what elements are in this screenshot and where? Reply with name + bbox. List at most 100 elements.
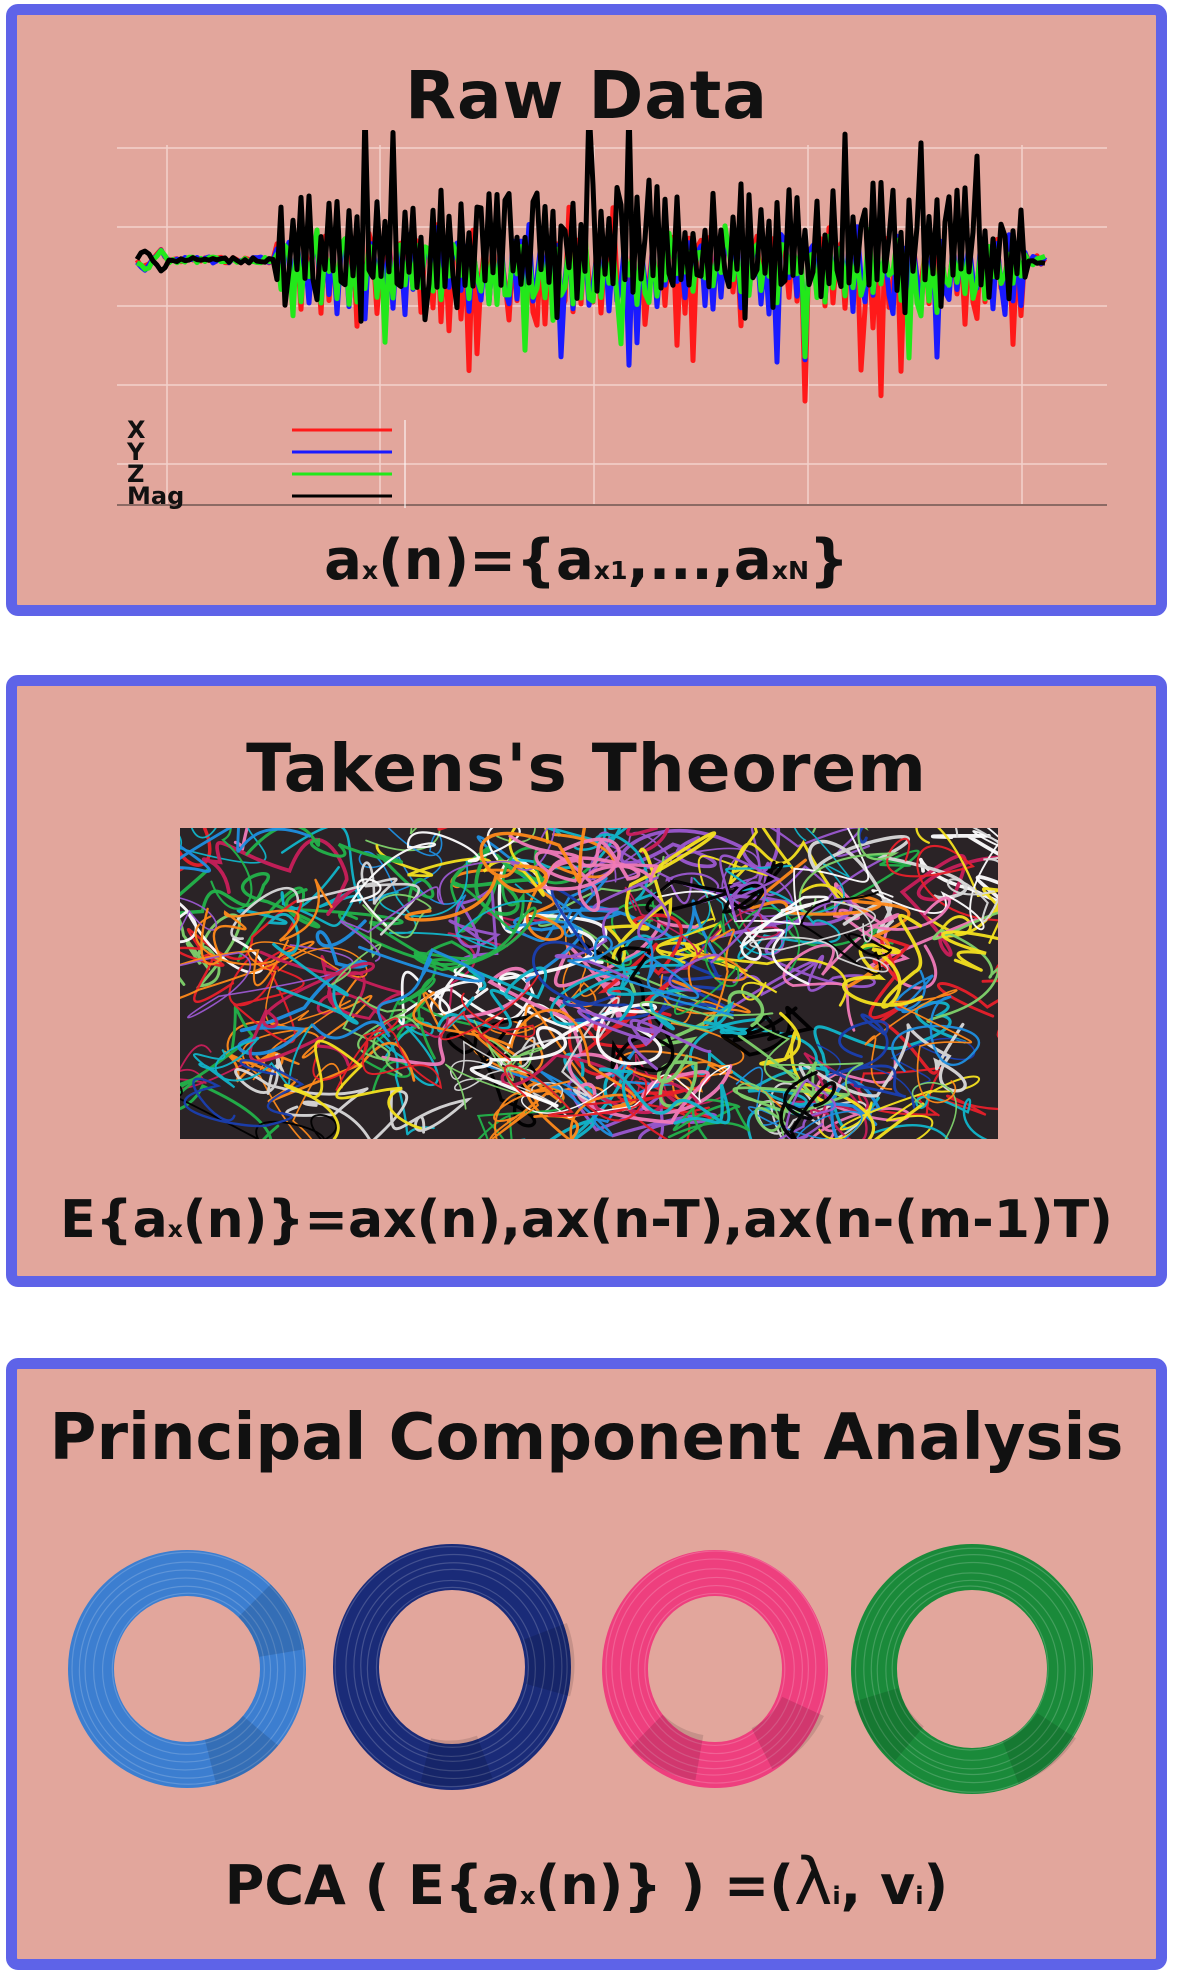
raw-data-formula: ax(n)={ax1,...,axN} <box>324 528 849 593</box>
thread-strand <box>283 1039 423 1139</box>
thread-strand <box>312 1017 443 1091</box>
thread-strand <box>404 828 587 922</box>
thread-strand <box>782 896 951 1032</box>
thread-strand <box>180 868 321 929</box>
thread-strand <box>720 1005 815 1057</box>
thread-strand <box>911 1081 958 1139</box>
thread-strand <box>358 828 467 913</box>
thread-strand <box>449 1040 563 1112</box>
thread-strand <box>180 902 265 975</box>
thread-strand <box>798 1022 967 1098</box>
thread-strand <box>946 828 998 923</box>
pink-thread-ring <box>596 1550 834 1788</box>
thread-strand <box>241 1025 343 1139</box>
signal-series <box>134 130 1048 404</box>
thread-strand <box>180 828 267 864</box>
thread-strand <box>567 935 734 1017</box>
thread-strand <box>226 975 373 1066</box>
thread-strand <box>655 828 870 925</box>
thread-strand <box>799 891 892 975</box>
thread-strand <box>554 876 671 980</box>
thread-strand <box>508 834 660 913</box>
thread-strand <box>777 1079 837 1139</box>
thread-strand <box>440 974 539 1061</box>
thread-strand <box>532 887 651 1023</box>
thread-strand <box>735 1066 863 1139</box>
thread-strand <box>941 900 998 972</box>
thread-strand <box>683 855 778 1001</box>
green-thread-ring <box>848 1544 1096 1794</box>
thread-strand <box>245 828 435 902</box>
thread-strand <box>311 945 485 1040</box>
thread-strand <box>180 897 354 1019</box>
thread-strand <box>779 1070 837 1139</box>
pca-formula: PCA ( E{ax(n)} ) =(λi, vi) <box>224 1845 949 1920</box>
raw-data-title: Raw Data <box>405 57 768 134</box>
thread-strand <box>180 915 315 999</box>
tangled-threads-image <box>180 828 998 1139</box>
legend-label-x: X <box>127 416 146 444</box>
thread-strand <box>248 950 375 1067</box>
navy-thread-ring <box>329 1544 575 1790</box>
thread-strand <box>379 859 543 950</box>
thread-strand <box>619 828 781 870</box>
thread-strand <box>671 928 751 1028</box>
thread-strand <box>201 837 357 916</box>
thread-strand <box>339 828 556 962</box>
thread-strand <box>667 1098 751 1139</box>
thread-strand <box>828 1013 907 1099</box>
pca-panel: Principal Component Analysis PCA ( E{ax(… <box>6 1358 1167 1970</box>
thread-strand <box>842 913 924 1009</box>
thread-strand <box>739 895 829 986</box>
takens-theorem-panel: Takens's Theorem E{ax(n)}=ax(n),ax(n-T),… <box>6 675 1167 1287</box>
thread-strand <box>489 1080 571 1139</box>
thread-strand <box>607 986 748 1036</box>
legend-label-y: Y <box>126 438 145 466</box>
thread-strand <box>210 828 253 910</box>
thread-strand <box>412 991 637 1139</box>
thread-strand <box>567 1052 733 1125</box>
thread-strand <box>926 911 998 1024</box>
thread-strand <box>937 979 998 1038</box>
thread-strand <box>180 828 312 873</box>
thread-strand <box>180 1005 280 1139</box>
thread-strand <box>639 1000 864 1096</box>
thread-strand <box>397 881 537 1060</box>
blue-thread-ring <box>68 1550 306 1788</box>
thread-strand <box>749 900 889 973</box>
thread-strand <box>798 828 900 914</box>
thread-strand <box>349 828 521 927</box>
thread-strand <box>193 1023 313 1089</box>
thread-strand <box>577 1009 712 1071</box>
thread-strand <box>674 907 801 1015</box>
thread-strand <box>180 899 303 1004</box>
thread-strand <box>230 861 420 940</box>
thread-strand <box>503 1064 687 1122</box>
legend-label-mag: Mag <box>127 482 184 510</box>
thread-strand <box>655 941 735 1015</box>
thread-strand <box>871 828 998 931</box>
thread-strand <box>598 1067 731 1125</box>
thread-strand <box>476 1062 566 1139</box>
takens-theorem-title: Takens's Theorem <box>246 730 927 807</box>
legend-label-z: Z <box>127 460 144 488</box>
thread-strand <box>444 1019 544 1110</box>
thread-strand <box>891 969 981 1073</box>
thread-strand <box>469 1003 663 1108</box>
pca-title: Principal Component Analysis <box>49 1401 1124 1475</box>
thread-strand <box>200 878 333 966</box>
thread-strand <box>237 919 369 1056</box>
thread-strand <box>668 854 782 993</box>
takens-embedding-formula: E{ax(n)}=ax(n),ax(n-T),ax(n-(m-1)T) <box>60 1190 1113 1250</box>
thread-rings-image <box>68 1544 1096 1794</box>
thread-strand <box>655 922 848 1007</box>
thread-strand <box>926 887 998 940</box>
thread-strand <box>871 1093 989 1139</box>
thread-strand <box>732 1034 850 1132</box>
thread-strand <box>183 1059 305 1128</box>
thread-strand <box>470 1028 579 1139</box>
thread-strand <box>236 908 359 1025</box>
